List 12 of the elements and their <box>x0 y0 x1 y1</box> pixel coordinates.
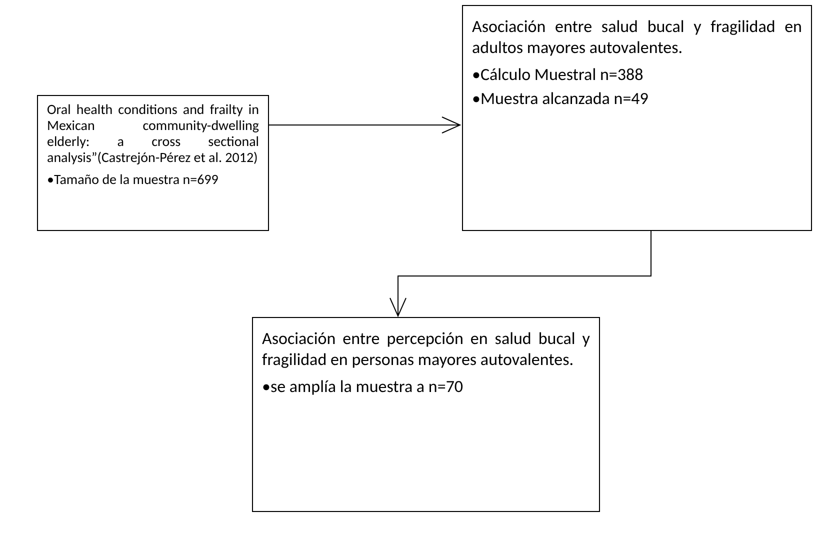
bullet-text: •Cálculo Muestral n=388 <box>472 64 644 85</box>
arrow <box>268 116 460 134</box>
text-box <box>462 5 812 231</box>
text-box <box>252 317 600 512</box>
bullet-text: •Tamaño de la muestra n=699 <box>47 172 220 188</box>
box-heading: Asociación entre percepción en salud bucal y fragilidad en personas mayores autovalentes. <box>262 328 590 370</box>
text-box <box>37 95 269 231</box>
bullet-text: •se amplía la muestra a n=70 <box>262 376 464 397</box>
bullet-text: •Muestra alcanzada n=49 <box>472 88 650 109</box>
box-heading: Asociación entre salud bucal y fragilidad en adultos mayores autovalentes. <box>472 16 802 58</box>
box-heading: Oral health conditions and frailty in Mexican community-dwelling elderly: a cross sectional analysis”(Castrejón-Pérez et al. 2012) <box>47 102 259 166</box>
arrow <box>390 230 652 316</box>
